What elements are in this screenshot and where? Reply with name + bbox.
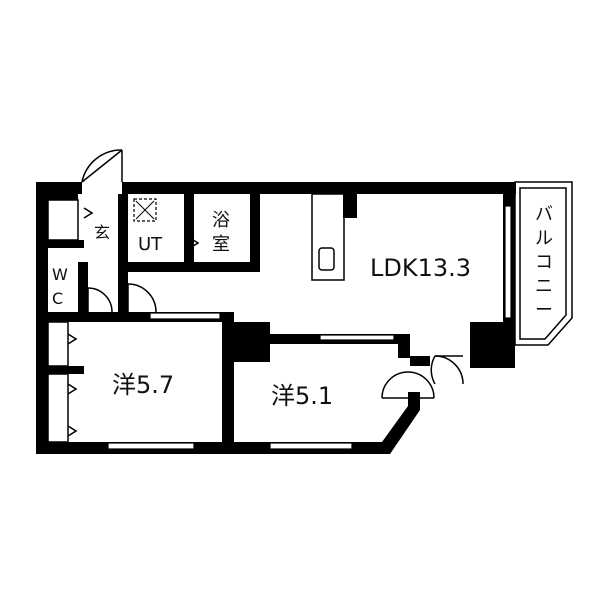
bath-label-1: 浴 (212, 210, 230, 231)
western-room-2-label: 洋5.1 (271, 382, 333, 410)
entrance-label: 玄 (94, 223, 110, 242)
ldk-label: LDK13.3 (370, 254, 471, 282)
doors (81, 149, 464, 399)
closet-markers (47, 199, 200, 443)
wc-label-1: W (52, 265, 68, 284)
wc-label-2: C (52, 289, 63, 308)
balcony-char: ル (535, 228, 553, 249)
balcony-char: コ (535, 252, 553, 273)
balcony-char: ニ (535, 276, 553, 297)
balcony-char: ー (535, 300, 553, 321)
western-room-1-label: 洋5.7 (112, 371, 174, 399)
balcony-label: バ ル コ ニ ー (535, 204, 553, 321)
washer-space (133, 198, 157, 222)
kitchen-counter (311, 193, 345, 281)
unit-bath-label: UT (138, 234, 163, 255)
balcony (514, 181, 573, 346)
balcony-char: バ (535, 204, 553, 225)
bath-label-2: 室 (212, 234, 230, 255)
windows (107, 205, 512, 450)
